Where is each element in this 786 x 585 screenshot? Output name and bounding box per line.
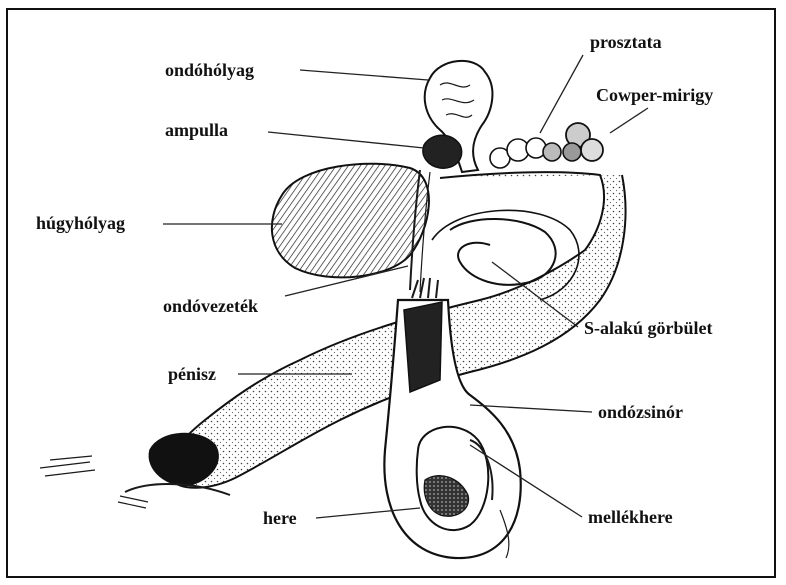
label-here: here <box>263 508 297 528</box>
label-s-alaku: S-alakú görbület <box>584 318 713 338</box>
prostate-shape <box>490 138 561 168</box>
label-ondoholyag: ondóhólyag <box>165 60 254 80</box>
label-ondovezetek: ondóvezeték <box>163 296 258 316</box>
leader-ondoholyag <box>300 70 428 80</box>
label-penisz: pénisz <box>168 364 216 384</box>
leader-cowper <box>610 108 648 133</box>
leader-ampulla <box>268 132 424 148</box>
label-mellekhere: mellékhere <box>588 507 673 527</box>
label-ampulla: ampulla <box>165 120 228 140</box>
label-cowper: Cowper-mirigy <box>596 85 713 105</box>
leader-prosztata <box>540 55 583 133</box>
cowper-gland-shape <box>563 123 603 161</box>
testis-shape <box>417 427 489 530</box>
bladder-shape <box>272 164 429 278</box>
label-hugyholyag: húgyhólyag <box>36 213 125 233</box>
ampulla-shape <box>423 135 462 168</box>
label-ondozsinor: ondózsinór <box>598 402 683 422</box>
label-prosztata: prosztata <box>590 32 662 52</box>
